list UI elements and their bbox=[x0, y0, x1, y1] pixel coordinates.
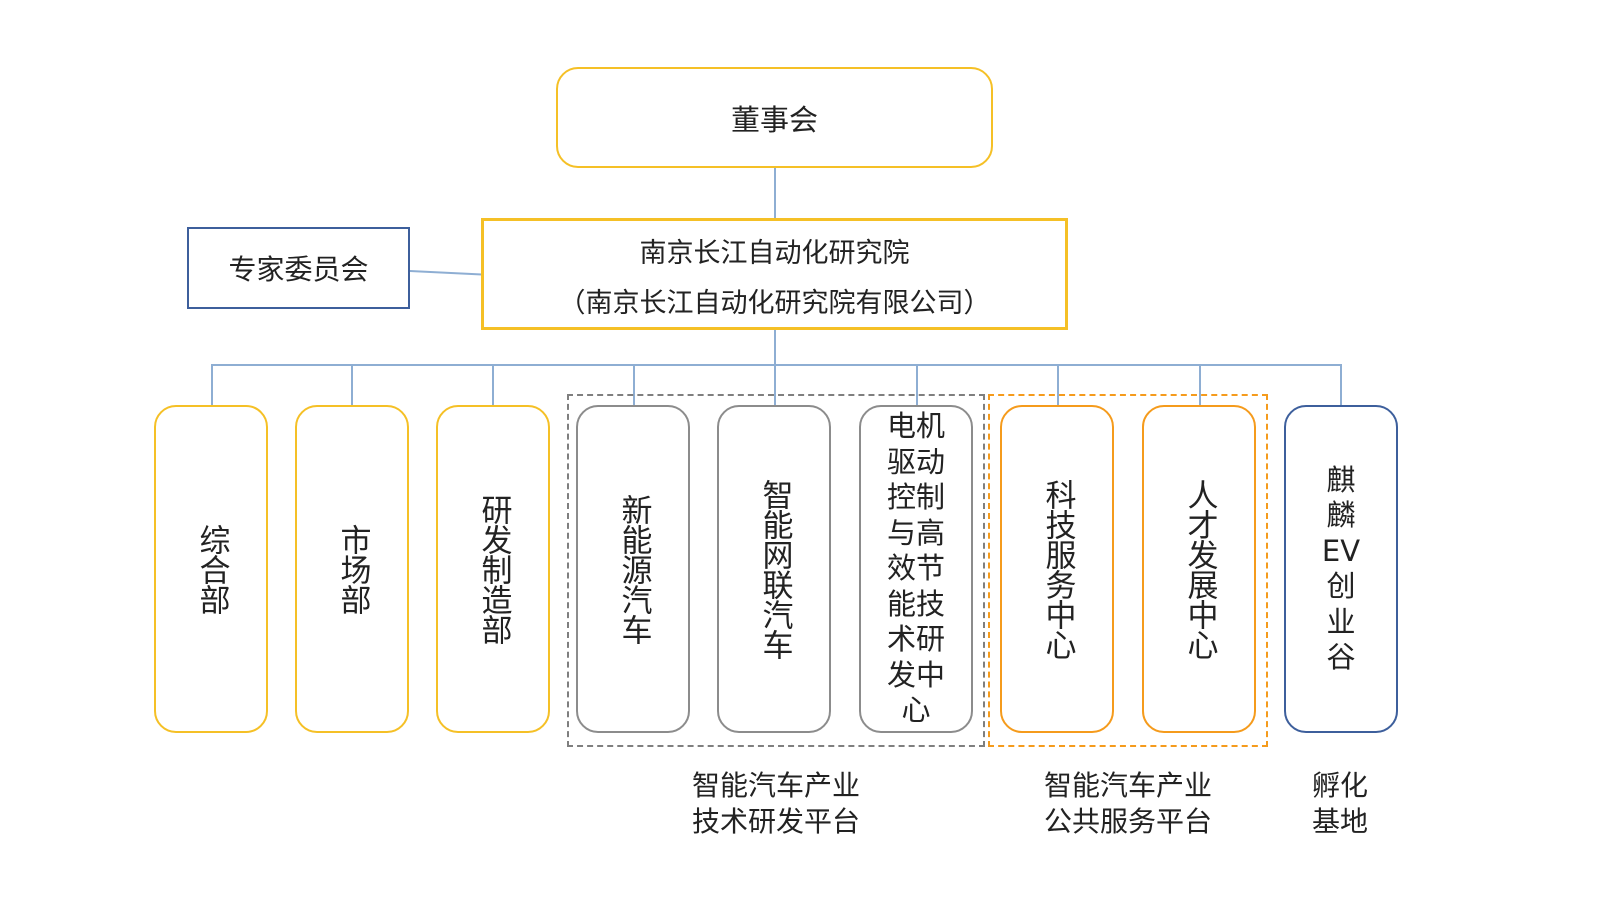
caption-incubation-line2: 基地 bbox=[1311, 805, 1368, 838]
connector-dept-1 bbox=[211, 364, 213, 405]
connector-dept-3 bbox=[492, 364, 494, 405]
dept-ev-startup-valley: 麒麟EV创业谷 bbox=[1284, 405, 1398, 733]
connector-dept-2 bbox=[351, 364, 353, 405]
dept-rnd-manufacturing: 研发制造部 bbox=[436, 405, 550, 733]
group-service-platform-outline bbox=[988, 394, 1268, 747]
expert-committee-label: 专家委员会 bbox=[228, 253, 369, 286]
dept-connected-vehicle-label: 智能网联汽车 bbox=[756, 479, 793, 659]
board-label: 董事会 bbox=[730, 102, 818, 137]
connector-expert-institute bbox=[409, 270, 482, 276]
dept-motor-drive-center: 电机驱动控制与高效节能技术研发中心 bbox=[859, 405, 973, 733]
caption-service-platform: 智能汽车产业 公共服务平台 bbox=[1028, 768, 1228, 840]
dept-general-affairs-label: 综合部 bbox=[193, 524, 230, 614]
dept-marketing: 市场部 bbox=[295, 405, 409, 733]
connector-dept-7 bbox=[1057, 364, 1059, 405]
dept-general-affairs: 综合部 bbox=[154, 405, 268, 733]
dept-motor-drive-center-label: 电机驱动控制与高效节能技术研发中心 bbox=[886, 409, 945, 728]
expert-committee-box: 专家委员会 bbox=[187, 227, 410, 309]
connector-dept-6 bbox=[916, 364, 918, 405]
dept-marketing-label: 市场部 bbox=[334, 524, 371, 614]
board-box: 董事会 bbox=[556, 67, 993, 168]
caption-service-platform-line2: 公共服务平台 bbox=[1043, 805, 1212, 838]
dept-talent-center: 人才发展中心 bbox=[1142, 405, 1256, 733]
dept-rnd-manufacturing-label: 研发制造部 bbox=[475, 494, 512, 644]
dept-new-energy-vehicle: 新能源汽车 bbox=[576, 405, 690, 733]
institute-subtitle: （南京长江自动化研究院有限公司） bbox=[558, 288, 991, 319]
connector-dept-4 bbox=[633, 364, 635, 405]
caption-incubation-line1: 孵化 bbox=[1311, 769, 1368, 802]
connector-dept-8 bbox=[1199, 364, 1201, 405]
dept-tech-service-center-label: 科技服务中心 bbox=[1039, 479, 1076, 659]
caption-tech-platform: 智能汽车产业 技术研发平台 bbox=[676, 768, 876, 840]
dept-ev-startup-valley-label: 麒麟EV创业谷 bbox=[1321, 462, 1361, 675]
caption-tech-platform-line1: 智能汽车产业 bbox=[691, 769, 860, 802]
connector-dept-5 bbox=[774, 364, 776, 405]
group-tech-platform-outline bbox=[567, 394, 985, 747]
institute-box: 南京长江自动化研究院 （南京长江自动化研究院有限公司） bbox=[481, 218, 1068, 330]
connector-institute-bus bbox=[774, 330, 776, 366]
dept-new-energy-vehicle-label: 新能源汽车 bbox=[615, 494, 652, 644]
caption-tech-platform-line2: 技术研发平台 bbox=[691, 805, 860, 838]
connector-dept-9 bbox=[1340, 364, 1342, 405]
institute-name: 南京长江自动化研究院 bbox=[639, 238, 910, 269]
caption-service-platform-line1: 智能汽车产业 bbox=[1043, 769, 1212, 802]
dept-talent-center-label: 人才发展中心 bbox=[1181, 479, 1218, 659]
dept-connected-vehicle: 智能网联汽车 bbox=[717, 405, 831, 733]
dept-tech-service-center: 科技服务中心 bbox=[1000, 405, 1114, 733]
caption-incubation: 孵化 基地 bbox=[1290, 768, 1390, 840]
connector-horizontal-bus bbox=[211, 364, 1342, 366]
connector-board-institute bbox=[774, 168, 776, 218]
